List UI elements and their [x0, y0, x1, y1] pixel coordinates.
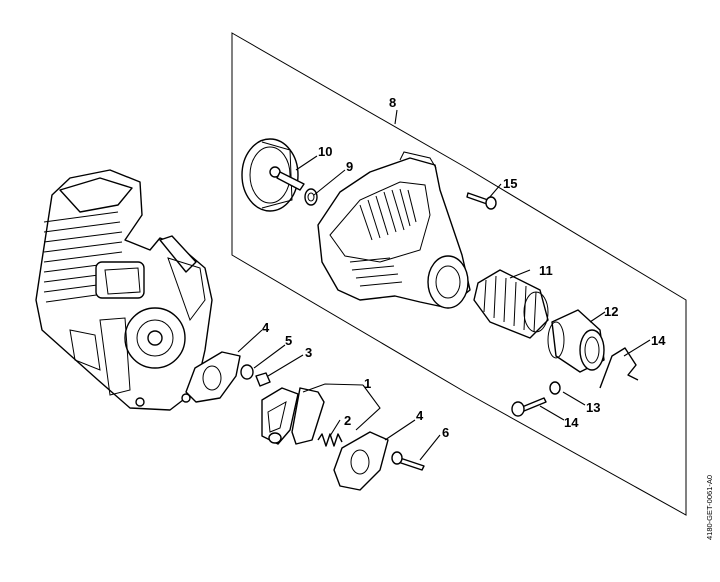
sleeve-10	[473, 269, 549, 339]
washer-8	[304, 188, 318, 206]
callout-12: 13	[586, 400, 600, 415]
callout-4-upper: 4	[262, 320, 270, 335]
callout-10: 11	[539, 263, 553, 278]
bolt-6	[391, 451, 425, 471]
callout-3: 3	[305, 345, 312, 360]
bushing-11	[547, 309, 605, 373]
o-ring-5	[240, 364, 254, 380]
assembly-frame	[231, 32, 687, 516]
callout-15: 15	[503, 176, 517, 191]
screw-15	[466, 192, 497, 210]
callout-14: 14	[651, 333, 666, 348]
callout-8: 9	[346, 159, 353, 174]
sleeve-3	[255, 372, 271, 387]
fan-housing	[317, 151, 471, 309]
callout-5: 5	[285, 333, 292, 348]
callout-7: 8	[389, 95, 396, 110]
callout-6: 6	[442, 425, 449, 440]
clutch-shoes	[261, 387, 325, 445]
callout-4-lower: 4	[416, 408, 424, 423]
callout-1: 1	[364, 376, 371, 391]
gasket-4-upper	[185, 351, 241, 403]
screw-13	[511, 397, 547, 417]
clip-14	[599, 347, 639, 389]
callout-9: 10	[318, 144, 332, 159]
clutch-drum	[241, 138, 305, 212]
washer-12	[549, 381, 561, 395]
spring-2	[317, 433, 343, 447]
callout-2: 2	[344, 413, 351, 428]
reference-code: 4180-GET-0061-A0	[705, 475, 714, 540]
callout-13: 14	[564, 415, 579, 430]
gasket-4-lower	[333, 431, 389, 491]
engine-block	[35, 169, 213, 411]
callout-11: 12	[604, 304, 618, 319]
leader-lines	[237, 109, 651, 461]
